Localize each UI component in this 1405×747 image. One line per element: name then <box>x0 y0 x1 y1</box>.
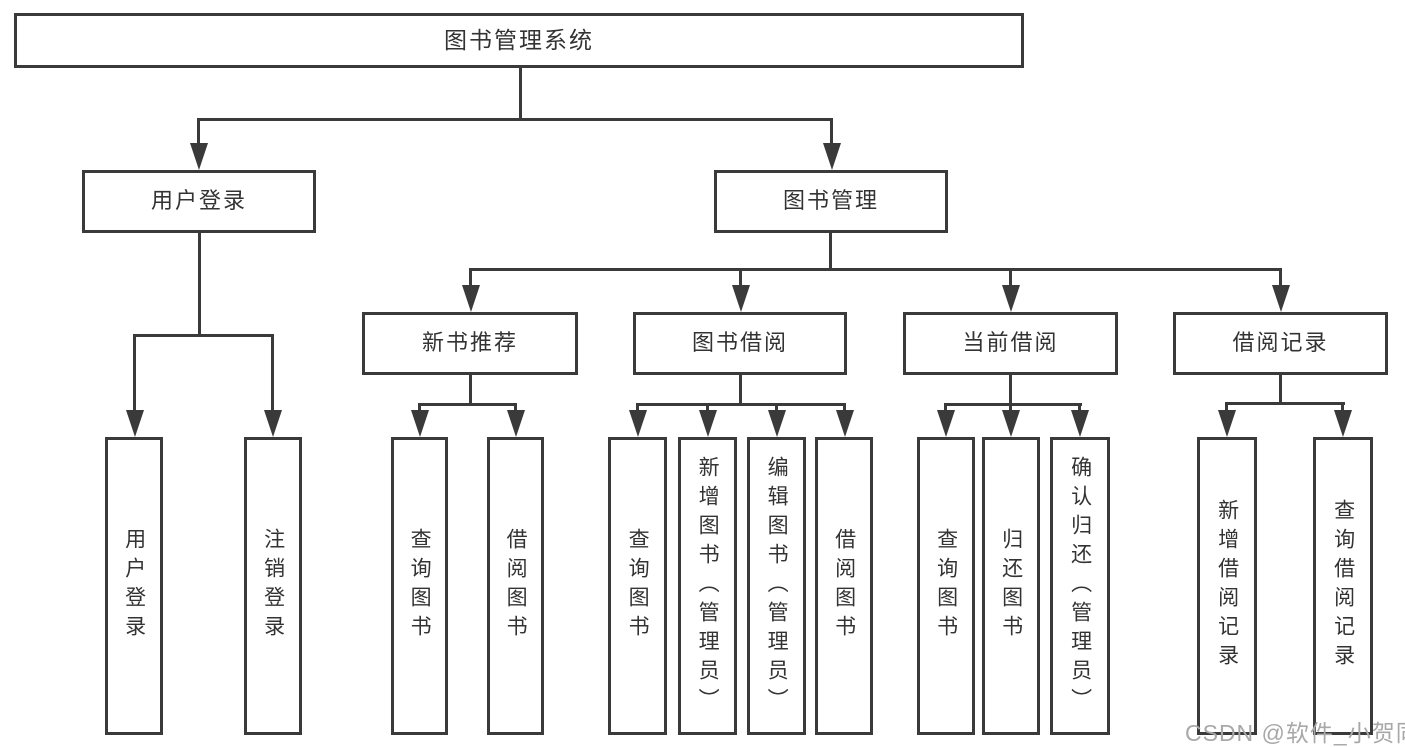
leaf-return-book-label: 归还图书 <box>999 528 1023 644</box>
connector-book-borrowing-bus <box>636 403 846 406</box>
connector-drop-leaf <box>1078 403 1081 412</box>
node-root: 图书管理系统 <box>14 13 1024 68</box>
leaf-query-books-3: 查询图书 <box>917 437 975 735</box>
node-new-book-recommend-label: 新书推荐 <box>421 330 518 356</box>
node-book-management: 图书管理 <box>714 170 948 233</box>
connector-new-book-recommend-stem <box>469 375 472 406</box>
arrow-down-icon <box>1334 410 1352 437</box>
leaf-add-borrow-record-label: 新增借阅记录 <box>1215 499 1239 673</box>
connector-drop-leaf <box>514 403 517 412</box>
leaf-logout: 注销登录 <box>244 437 302 735</box>
node-book-management-label: 图书管理 <box>782 188 879 214</box>
leaf-borrow-books-2-label: 借阅图书 <box>832 528 856 644</box>
leaf-query-borrow-record-label: 查询借阅记录 <box>1331 499 1355 673</box>
leaf-return-book: 归还图书 <box>982 437 1040 735</box>
arrow-down-icon <box>836 410 854 437</box>
node-borrowing-records-label: 借阅记录 <box>1232 330 1329 356</box>
arrow-down-icon <box>264 410 282 437</box>
arrow-down-icon <box>1002 285 1020 312</box>
connector-drop-book-borrowing <box>739 268 742 286</box>
leaf-add-book-admin-label: 新增图书（管理员） <box>696 455 720 717</box>
connector-book-management-bus <box>469 268 1282 271</box>
node-root-label: 图书管理系统 <box>444 26 594 53</box>
connector-new-book-recommend-bus <box>418 403 517 406</box>
leaf-borrow-books-1: 借阅图书 <box>487 437 544 735</box>
leaf-edit-book-admin: 编辑图书（管理员） <box>747 437 806 735</box>
arrow-down-icon <box>126 410 144 437</box>
connector-drop-user-login <box>197 118 200 146</box>
leaf-confirm-return-admin: 确认归还（管理员） <box>1050 437 1110 735</box>
connector-current-borrowing-bus <box>944 403 1082 406</box>
leaf-edit-book-admin-label: 编辑图书（管理员） <box>765 455 789 717</box>
node-current-borrowing-label: 当前借阅 <box>962 330 1059 356</box>
node-book-borrowing: 图书借阅 <box>633 312 847 375</box>
connector-current-borrowing-stem <box>1009 375 1012 406</box>
node-current-borrowing: 当前借阅 <box>903 312 1118 375</box>
arrow-down-icon <box>1002 410 1020 437</box>
connector-drop-leaf <box>636 403 639 412</box>
connector-drop-leaf <box>775 403 778 412</box>
watermark: CSDN @软件_小贺同学 <box>1185 720 1405 746</box>
arrow-down-icon <box>1071 410 1089 437</box>
arrow-down-icon <box>1272 285 1290 312</box>
node-new-book-recommend: 新书推荐 <box>362 312 578 375</box>
connector-drop-current-borrowing <box>1009 268 1012 286</box>
arrow-down-icon <box>1218 410 1236 437</box>
leaf-query-borrow-record: 查询借阅记录 <box>1313 437 1373 735</box>
connector-drop-leaf-user-login <box>133 334 136 411</box>
connector-book-borrowing-stem <box>739 375 742 406</box>
arrow-down-icon <box>411 410 429 437</box>
leaf-add-borrow-record: 新增借阅记录 <box>1197 437 1257 735</box>
connector-drop-leaf <box>1009 403 1012 412</box>
connector-drop-new-book-recommend <box>469 268 472 286</box>
node-book-borrowing-label: 图书借阅 <box>691 330 788 356</box>
connector-root-bus <box>197 118 833 121</box>
connector-drop-leaf-logout <box>271 334 274 411</box>
arrow-down-icon <box>937 410 955 437</box>
leaf-query-books-3-label: 查询图书 <box>934 528 958 644</box>
leaf-query-books-1: 查询图书 <box>391 437 448 735</box>
node-user-login-label: 用户登录 <box>150 188 247 214</box>
connector-borrowing-records-bus <box>1225 402 1345 405</box>
arrow-down-icon <box>768 410 786 437</box>
connector-drop-leaf <box>418 403 421 412</box>
leaf-query-books-1-label: 查询图书 <box>408 528 432 644</box>
connector-root-stem <box>519 66 522 120</box>
connector-drop-leaf <box>1225 402 1228 412</box>
arrow-down-icon <box>462 285 480 312</box>
connector-borrowing-records-stem <box>1279 375 1282 405</box>
connector-drop-leaf <box>944 403 947 412</box>
leaf-query-books-2: 查询图书 <box>608 437 667 735</box>
arrow-down-icon <box>823 143 841 170</box>
connector-drop-book-management <box>830 118 833 146</box>
arrow-down-icon <box>629 410 647 437</box>
connector-drop-leaf <box>843 403 846 412</box>
node-borrowing-records: 借阅记录 <box>1173 312 1388 375</box>
leaf-logout-label: 注销登录 <box>261 528 285 644</box>
leaf-user-login: 用户登录 <box>105 437 163 735</box>
leaf-borrow-books-2: 借阅图书 <box>815 437 873 735</box>
connector-drop-borrowing-records <box>1279 268 1282 286</box>
leaf-query-books-2-label: 查询图书 <box>626 528 650 644</box>
arrow-down-icon <box>732 285 750 312</box>
connector-book-management-stem <box>829 233 832 271</box>
leaf-borrow-books-1-label: 借阅图书 <box>504 528 528 644</box>
arrow-down-icon <box>190 143 208 170</box>
node-user-login: 用户登录 <box>82 170 316 233</box>
connector-user-login-stem <box>198 233 201 337</box>
connector-drop-leaf <box>1341 402 1344 412</box>
arrow-down-icon <box>699 410 717 437</box>
arrow-down-icon <box>507 410 525 437</box>
connector-user-login-bus <box>133 334 274 337</box>
leaf-add-book-admin: 新增图书（管理员） <box>678 437 737 735</box>
leaf-user-login-label: 用户登录 <box>122 528 146 644</box>
connector-drop-leaf <box>706 403 709 412</box>
leaf-confirm-return-admin-label: 确认归还（管理员） <box>1068 455 1092 717</box>
